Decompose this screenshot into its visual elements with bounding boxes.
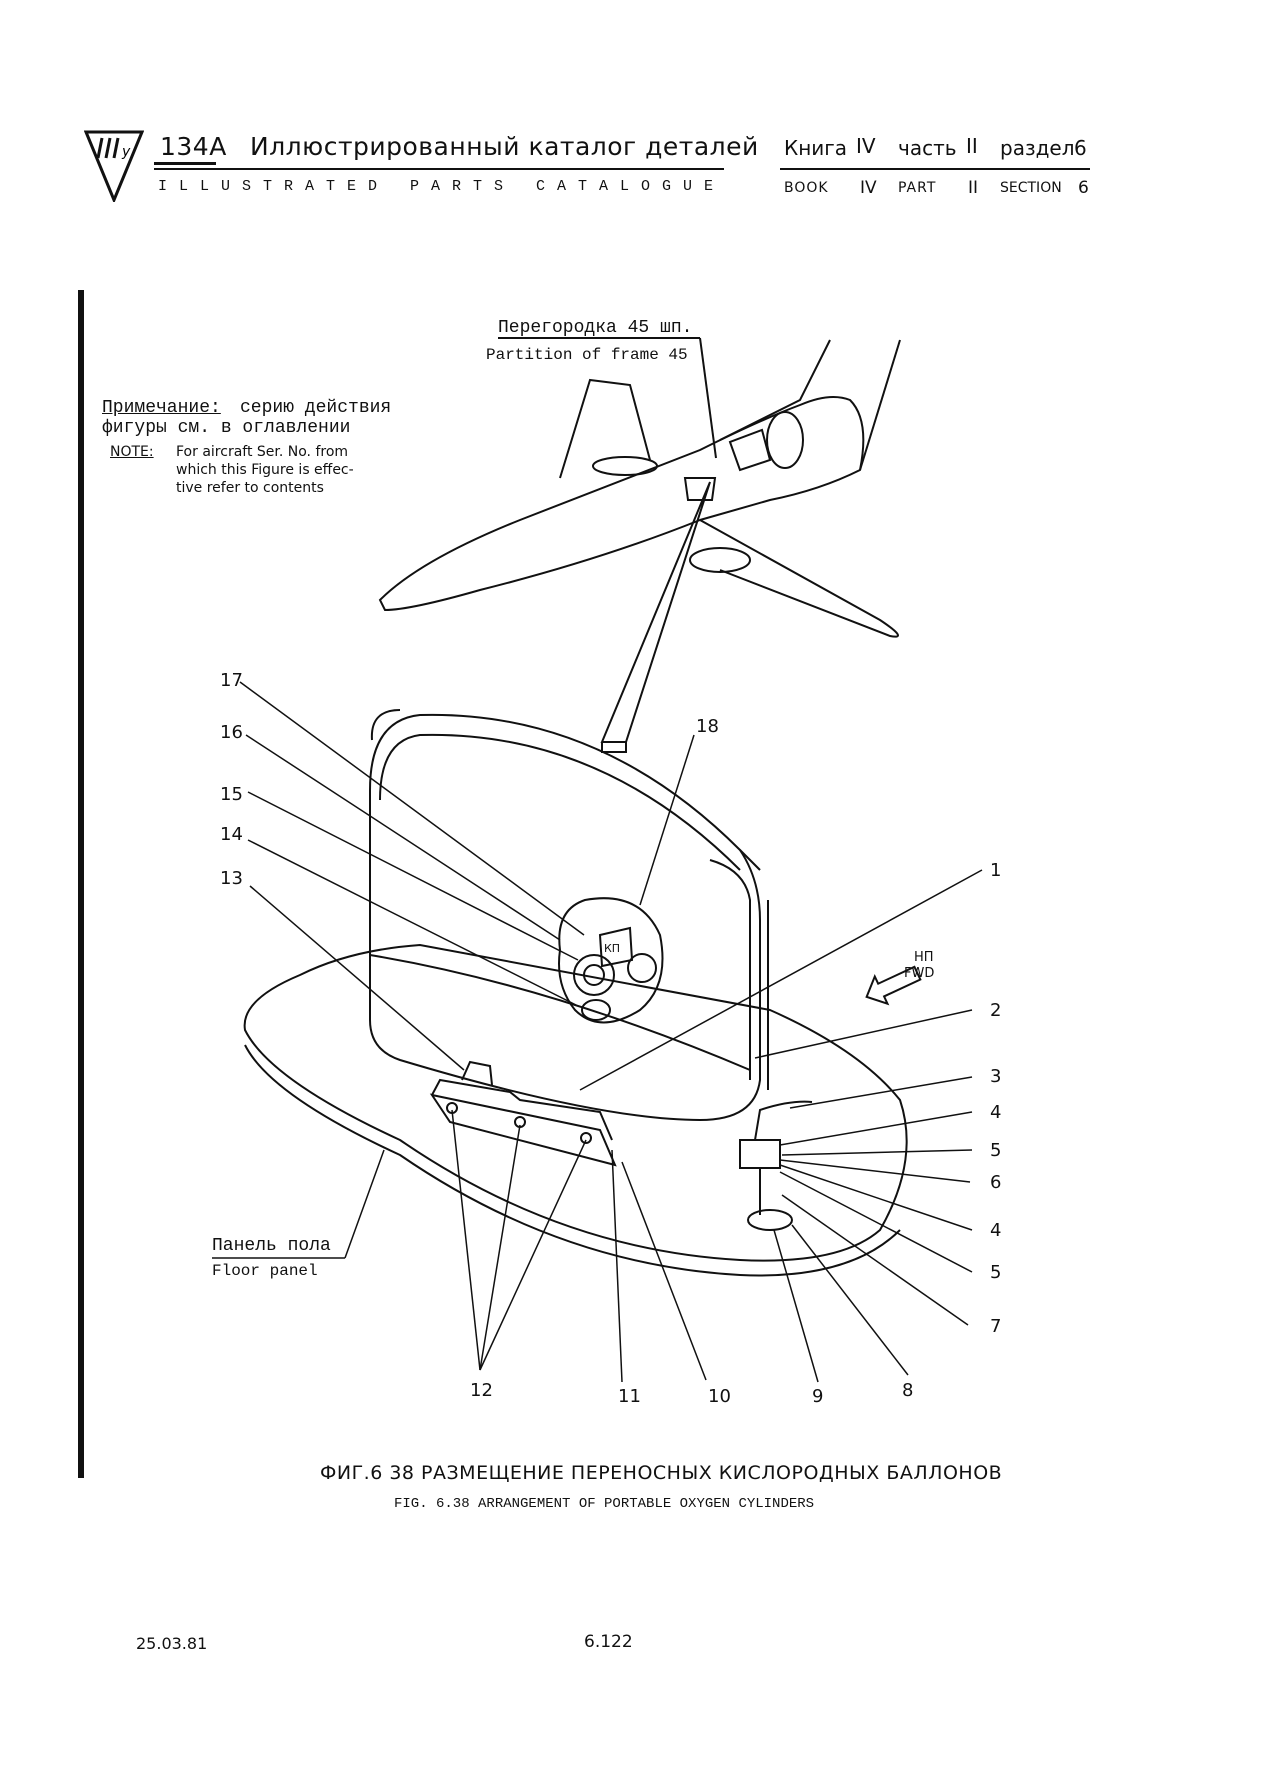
leader-lines (212, 681, 983, 1383)
oxygen-container (369, 709, 769, 1122)
valve-tag: КП (604, 942, 620, 955)
callout-7: 7 (990, 1316, 1002, 1337)
callout-9: 9 (812, 1386, 824, 1407)
callout-6: 6 (990, 1172, 1002, 1193)
callout-5: 5 (990, 1140, 1002, 1161)
callout-5b: 5 (990, 1262, 1002, 1283)
section-number-en: 6 (1078, 178, 1089, 198)
partition-label-ru: Перегородка 45 шп. (498, 318, 693, 338)
callout-1: 1 (990, 860, 1002, 881)
callout-18: 18 (696, 716, 719, 737)
note-label-en: NOTE: (110, 444, 154, 460)
section-number-ru: 6 (1074, 136, 1087, 160)
aircraft-outline (378, 339, 901, 753)
stand-assembly (739, 1100, 813, 1231)
part-label-en: PART (898, 180, 937, 196)
book-number-en: IV (860, 178, 877, 198)
callout-16: 16 (220, 722, 243, 743)
callout-8: 8 (902, 1380, 914, 1401)
note-text-en-1: For aircraft Ser. No. from (176, 444, 349, 460)
callout-3: 3 (990, 1066, 1002, 1087)
note-text-ru-2: фигуры см. в оглавлении (102, 418, 351, 438)
floor-label-ru: Панель пола (212, 1236, 331, 1256)
callout-15: 15 (220, 784, 243, 805)
part-label-ru: часть (898, 136, 957, 160)
floor-label-en: Floor panel (212, 1262, 318, 1280)
note-text-en-3: tive refer to contents (176, 480, 324, 496)
svg-text:у: у (121, 144, 131, 160)
valve-cutout (558, 897, 664, 1024)
fwd-label-ru: НП (914, 950, 934, 965)
section-label-en: SECTION (1000, 180, 1062, 196)
callout-14: 14 (220, 824, 243, 845)
catalog-title-en: ILLUSTRATED PARTS CATALOGUE (158, 178, 726, 195)
callout-10: 10 (708, 1386, 731, 1407)
revision-date: 25.03.81 (136, 1634, 208, 1653)
book-number-ru: IV (856, 134, 876, 158)
mounting-bracket (429, 1060, 617, 1167)
manufacturer-logo: у (84, 130, 144, 202)
callout-12: 12 (470, 1380, 493, 1401)
figure-caption-en: FIG. 6.38 ARRANGEMENT OF PORTABLE OXYGEN… (394, 1496, 815, 1512)
part-number-en: II (968, 178, 979, 198)
catalog-title-ru: Иллюстрированный каталог деталей (250, 132, 759, 161)
page-number: 6.122 (584, 1632, 633, 1652)
forward-arrow (865, 965, 922, 1006)
floor-panel (243, 943, 908, 1277)
note-label-ru: Примечание: (102, 398, 221, 418)
book-label-ru: Книга (784, 136, 848, 160)
callout-4b: 4 (990, 1220, 1002, 1241)
callout-4: 4 (990, 1102, 1002, 1123)
partition-label-en: Partition of frame 45 (486, 346, 688, 364)
model-number: 134A (160, 132, 227, 161)
part-number-ru: II (966, 134, 978, 158)
change-bar (78, 290, 84, 1478)
book-label-en: BOOK (784, 180, 829, 196)
callout-13: 13 (220, 868, 243, 889)
section-label-ru: раздел (1000, 136, 1075, 160)
callout-17: 17 (220, 670, 243, 691)
note-text-ru-1: серию действия (240, 398, 392, 418)
fwd-label-en: FWD (904, 966, 935, 981)
figure-caption-ru: ФИГ.6 38 РАЗМЕЩЕНИЕ ПЕРЕНОСНЫХ КИСЛОРОДН… (320, 1462, 1003, 1484)
callout-2: 2 (990, 1000, 1002, 1021)
callout-11: 11 (618, 1386, 641, 1407)
note-text-en-2: which this Figure is effec- (176, 462, 354, 478)
